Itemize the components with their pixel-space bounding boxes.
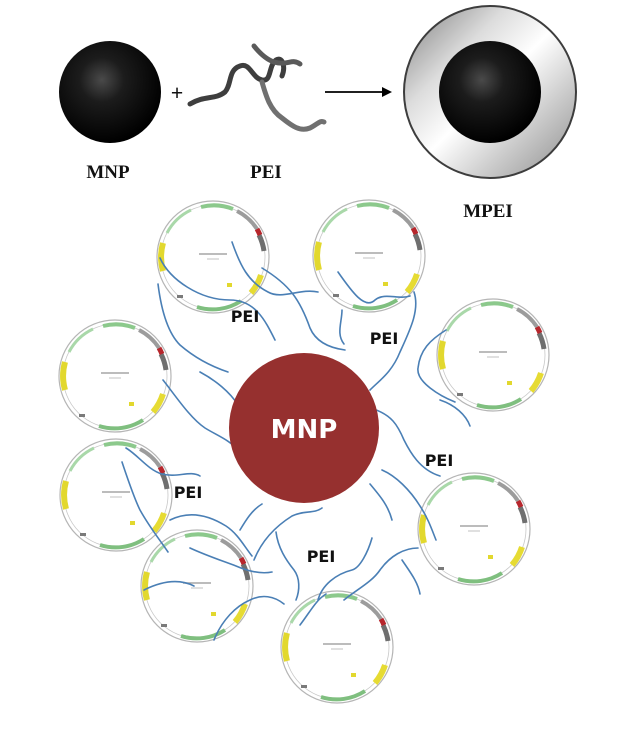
pei-labels: PEI PEI PEI PEI PEI xyxy=(174,307,454,566)
plasmid-map-icon xyxy=(281,591,393,703)
plasmid-map-icon xyxy=(141,530,253,642)
mnp-core-circle xyxy=(229,353,379,503)
plasmid-map-icon xyxy=(157,201,269,313)
pei-label-bottom: PEI xyxy=(307,547,336,566)
pei-label-top-left: PEI xyxy=(231,307,260,326)
coated-sphere-icon xyxy=(403,5,577,179)
pei-label-left: PEI xyxy=(174,483,203,502)
mpei-label: MPEI xyxy=(463,201,513,222)
plasmid-map-icon xyxy=(313,200,425,312)
mnp-core-label: MNP xyxy=(271,415,338,445)
pei-strands xyxy=(121,241,471,641)
black-sphere-icon xyxy=(59,41,161,143)
polymer-chain-icon xyxy=(187,43,327,132)
pei-label-right: PEI xyxy=(425,451,454,470)
plasmid-map-icon xyxy=(59,320,171,432)
mnp-core: MNP xyxy=(229,353,379,503)
pei-label: PEI xyxy=(250,162,282,183)
plus-sign: + xyxy=(171,80,184,105)
reaction-arrow-icon xyxy=(325,87,392,97)
top-reaction-row: + MNP PEI MPEI xyxy=(59,5,577,222)
pei-label-top-right: PEI xyxy=(370,329,399,348)
plasmid-map-icon xyxy=(437,299,549,411)
mnp-label: MNP xyxy=(86,162,130,183)
plasmid-map-icon xyxy=(418,473,530,585)
